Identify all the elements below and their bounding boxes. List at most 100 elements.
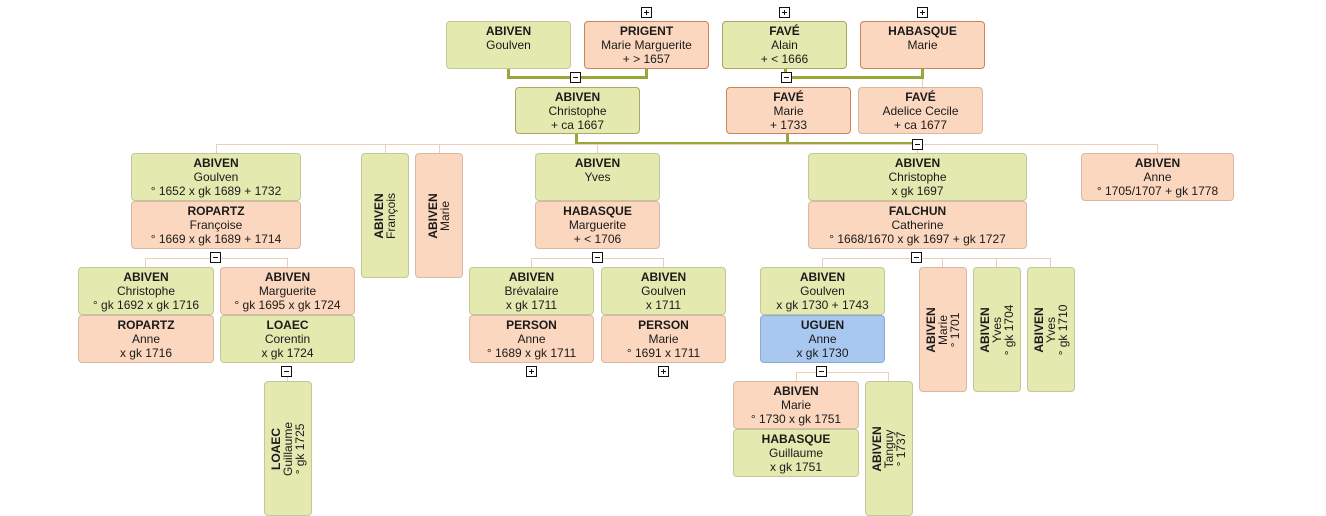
dates: ° gk 1725 bbox=[293, 423, 307, 474]
given-name: Marguerite bbox=[568, 218, 627, 232]
surname: FAVÉ bbox=[773, 90, 804, 104]
surname: HABASQUE bbox=[761, 432, 831, 446]
dates: x gk 1697 bbox=[891, 184, 944, 198]
person-card-abiven-goulven[interactable]: ABIVEN Goulven bbox=[446, 21, 571, 69]
dates: x gk 1724 bbox=[261, 346, 314, 360]
dates: x gk 1730 bbox=[796, 346, 849, 360]
person-card-fave-marie[interactable]: FAVÉ Marie + 1733 bbox=[726, 87, 851, 134]
given-name: Goulven bbox=[641, 284, 686, 298]
children-bus bbox=[216, 144, 1158, 145]
person-card-person-anne[interactable]: PERSON Anne ° 1689 x gk 1711 bbox=[469, 315, 594, 363]
given-name: Marie bbox=[773, 104, 804, 118]
person-card-loaec-guillaume[interactable]: LOAEC Guillaume ° gk 1725 bbox=[264, 381, 312, 516]
person-card-habasque-marie[interactable]: HABASQUE Marie bbox=[860, 21, 985, 69]
surname: ABIVEN bbox=[485, 24, 532, 38]
collapse-button[interactable] bbox=[912, 139, 923, 150]
couple-line bbox=[921, 69, 924, 78]
dates: ° 1730 x gk 1751 bbox=[750, 412, 842, 426]
person-card-abiven-tanguy[interactable]: ABIVEN Tanguy ° 1737 bbox=[865, 381, 913, 516]
dates: ° 1691 x 1711 bbox=[626, 346, 701, 360]
dates: ° 1669 x gk 1689 + 1714 bbox=[150, 232, 282, 246]
surname: FAVÉ bbox=[905, 90, 936, 104]
person-card-ropartz-anne[interactable]: ROPARTZ Anne x gk 1716 bbox=[78, 315, 214, 363]
dates: ° 1737 bbox=[894, 431, 908, 466]
person-card-loaec-corentin[interactable]: LOAEC Corentin x gk 1724 bbox=[220, 315, 355, 363]
person-card-abiven-goulven-1711[interactable]: ABIVEN Goulven x 1711 bbox=[601, 267, 726, 315]
dates: ° gk 1704 bbox=[1002, 304, 1016, 355]
vertical-label: ABIVEN Marie ° 1701 bbox=[924, 307, 962, 352]
couple-line bbox=[575, 134, 578, 144]
vertical-label: ABIVEN Yves ° gk 1704 bbox=[978, 304, 1016, 355]
expand-button[interactable] bbox=[658, 366, 669, 377]
child-line bbox=[822, 258, 823, 268]
surname: ABIVEN bbox=[799, 270, 846, 284]
person-card-abiven-anne[interactable]: ABIVEN Anne ° 1705/1707 + gk 1778 bbox=[1081, 153, 1234, 201]
person-card-habasque-marguerite[interactable]: HABASQUE Marguerite + < 1706 bbox=[535, 201, 660, 249]
person-card-abiven-brevalaire[interactable]: ABIVEN Brévalaire x gk 1711 bbox=[469, 267, 594, 315]
collapse-button[interactable] bbox=[911, 252, 922, 263]
dates: + ca 1667 bbox=[550, 118, 605, 132]
collapse-button[interactable] bbox=[570, 72, 581, 83]
person-card-fave-adelice-cecile[interactable]: FAVÉ Adelice Cecile + ca 1677 bbox=[858, 87, 983, 134]
surname: ABIVEN bbox=[123, 270, 169, 284]
child-line bbox=[145, 258, 146, 268]
person-card-ropartz-francoise[interactable]: ROPARTZ Françoise ° 1669 x gk 1689 + 171… bbox=[131, 201, 301, 249]
dates: ° gk 1695 x gk 1724 bbox=[234, 298, 341, 312]
surname: PRIGENT bbox=[619, 24, 674, 38]
person-card-abiven-francois[interactable]: ABIVEN François bbox=[361, 153, 409, 278]
expand-button[interactable] bbox=[526, 366, 537, 377]
person-card-abiven-marie[interactable]: ABIVEN Marie bbox=[415, 153, 463, 278]
person-card-abiven-marie-1701[interactable]: ABIVEN Marie ° 1701 bbox=[919, 267, 967, 392]
person-card-habasque-guillaume[interactable]: HABASQUE Guillaume x gk 1751 bbox=[733, 429, 859, 477]
person-card-uguen-anne[interactable]: UGUEN Anne x gk 1730 bbox=[760, 315, 885, 363]
expand-button[interactable] bbox=[641, 7, 652, 18]
dates: x gk 1716 bbox=[119, 346, 173, 360]
dates: x gk 1751 bbox=[769, 460, 823, 474]
given-name: Françoise bbox=[189, 218, 243, 232]
person-card-abiven-christophe-1692[interactable]: ABIVEN Christophe ° gk 1692 x gk 1716 bbox=[78, 267, 214, 315]
given-name: Marguerite bbox=[258, 284, 317, 298]
surname: ABIVEN bbox=[264, 270, 311, 284]
person-card-abiven-goulven-1730[interactable]: ABIVEN Goulven x gk 1730 + 1743 bbox=[760, 267, 885, 315]
child-line bbox=[922, 79, 923, 88]
collapse-button[interactable] bbox=[781, 72, 792, 83]
collapse-button[interactable] bbox=[210, 252, 221, 263]
surname: ABIVEN bbox=[508, 270, 555, 284]
collapse-button[interactable] bbox=[816, 366, 827, 377]
dates: ° gk 1692 x gk 1716 bbox=[92, 298, 200, 312]
person-card-abiven-yves-1710[interactable]: ABIVEN Yves ° gk 1710 bbox=[1027, 267, 1075, 392]
child-line bbox=[942, 258, 943, 268]
collapse-button[interactable] bbox=[281, 366, 292, 377]
person-card-abiven-yves-1704[interactable]: ABIVEN Yves ° gk 1704 bbox=[973, 267, 1021, 392]
person-card-abiven-goulven-1652[interactable]: ABIVEN Goulven ° 1652 x gk 1689 + 1732 bbox=[131, 153, 301, 201]
person-card-abiven-marguerite[interactable]: ABIVEN Marguerite ° gk 1695 x gk 1724 bbox=[220, 267, 355, 315]
given-name: Christophe bbox=[888, 170, 947, 184]
surname: PERSON bbox=[638, 318, 689, 332]
dates: x gk 1730 + 1743 bbox=[776, 298, 869, 312]
person-card-fave-alain[interactable]: FAVÉ Alain + < 1666 bbox=[722, 21, 847, 69]
surname: ABIVEN bbox=[894, 156, 941, 170]
given-name: Anne bbox=[1143, 170, 1172, 184]
person-card-person-marie[interactable]: PERSON Marie ° 1691 x 1711 bbox=[601, 315, 726, 363]
person-card-abiven-marie-1730[interactable]: ABIVEN Marie ° 1730 x gk 1751 bbox=[733, 381, 859, 429]
person-card-prigent-marie-marguerite[interactable]: PRIGENT Marie Marguerite + > 1657 bbox=[584, 21, 709, 69]
person-card-abiven-christophe[interactable]: ABIVEN Christophe + ca 1667 bbox=[515, 87, 640, 134]
person-card-abiven-yves[interactable]: ABIVEN Yves bbox=[535, 153, 660, 201]
expand-button[interactable] bbox=[917, 7, 928, 18]
couple-line bbox=[645, 69, 648, 78]
person-card-abiven-christophe-1697[interactable]: ABIVEN Christophe x gk 1697 bbox=[808, 153, 1027, 201]
dates: ° 1701 bbox=[948, 312, 962, 347]
given-name: Goulven bbox=[486, 38, 531, 52]
vertical-label: ABIVEN François bbox=[372, 192, 398, 238]
surname: ABIVEN bbox=[773, 384, 819, 398]
given-name: Alain bbox=[771, 38, 798, 52]
given-name: Goulven bbox=[800, 284, 845, 298]
expand-button[interactable] bbox=[779, 7, 790, 18]
person-card-falchun-catherine[interactable]: FALCHUN Catherine ° 1668/1670 x gk 1697 … bbox=[808, 201, 1027, 249]
given-name: Marie Marguerite bbox=[601, 38, 692, 52]
couple-line bbox=[507, 69, 510, 78]
collapse-button[interactable] bbox=[592, 252, 603, 263]
vertical-label: ABIVEN Yves ° gk 1710 bbox=[1032, 304, 1070, 355]
given-name: Goulven bbox=[193, 170, 239, 184]
dates: + < 1706 bbox=[573, 232, 622, 246]
